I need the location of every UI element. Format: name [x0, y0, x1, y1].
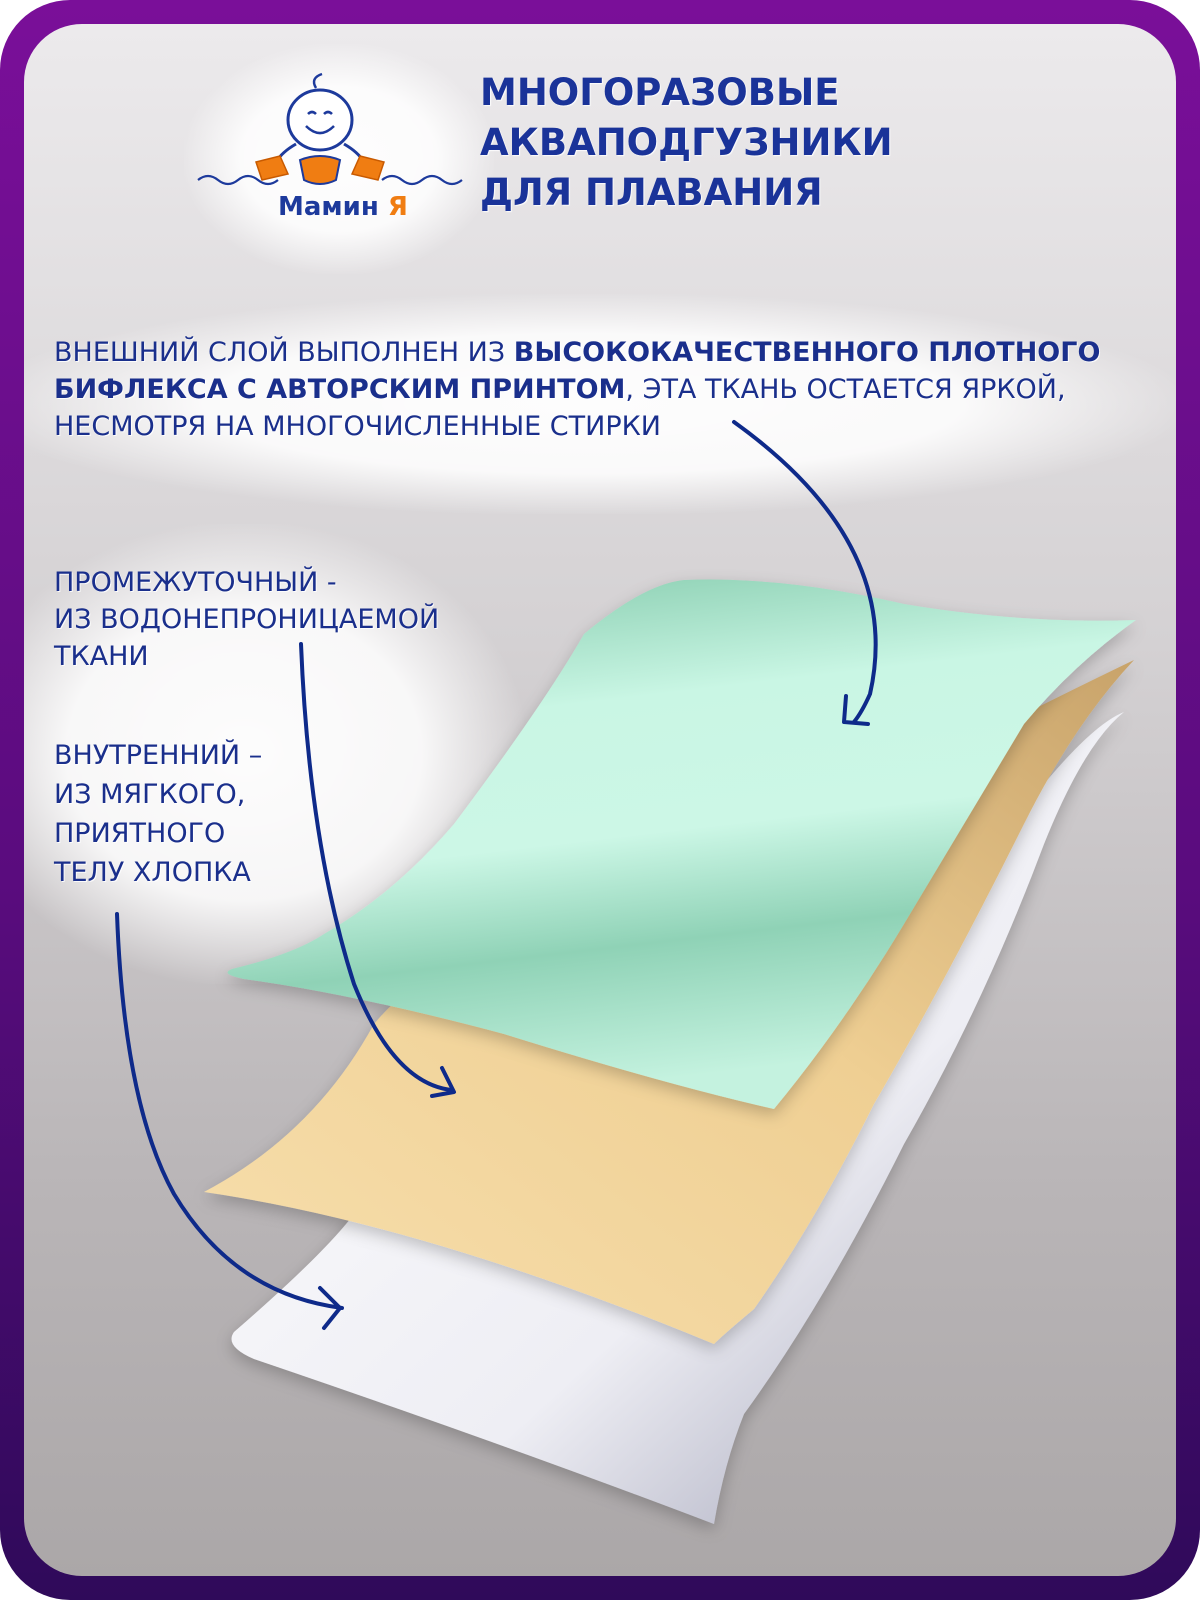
curved-arrow-icon [732, 420, 878, 724]
title-line-2: АКВАПОДГУЗНИКИ [480, 121, 893, 164]
outer-text-part1: ВНЕШНИЙ СЛОЙ ВЫПОЛНЕН ИЗ [54, 337, 514, 368]
inner-line-2: ИЗ МЯГКОГО, [54, 779, 246, 810]
curved-arrow-icon [299, 642, 454, 1092]
arrow-head-middle [430, 1066, 456, 1098]
title-line-1: МНОГОРАЗОВЫЕ [480, 71, 840, 114]
arrows [115, 420, 878, 1330]
curved-arrow-icon [115, 912, 344, 1310]
inner-line-3: ПРИЯТНОГО [54, 818, 226, 849]
middle-line-1: ПРОМЕЖУТОЧНЫЙ - [54, 567, 337, 598]
inner-line-4: ТЕЛУ ХЛОПКА [54, 857, 251, 888]
outer-text-part3: , ЭТА ТКАНЬ ОСТАЕТСЯ ЯРКОЙ, НЕСМОТРЯ НА … [54, 374, 1066, 442]
content-panel: Мамин Я МНОГОРАЗОВЫЕ АКВАПОДГУЗНИКИ ДЛЯ … [24, 24, 1176, 1576]
outer-layer-biflex [227, 579, 1137, 1109]
smiling-baby-with-armbands-icon [197, 72, 463, 186]
brand-name: Мамин Я [278, 192, 408, 222]
page-title: МНОГОРАЗОВЫЕ АКВАПОДГУЗНИКИ ДЛЯ ПЛАВАНИЯ [480, 68, 893, 218]
middle-layer-description: ПРОМЕЖУТОЧНЫЙ - ИЗ ВОДОНЕПРОНИЦАЕМОЙ ТКА… [54, 564, 439, 675]
arrow-head-inner [318, 1286, 342, 1330]
inner-layer-description: ВНУТРЕННИЙ – ИЗ МЯГКОГО, ПРИЯТНОГО ТЕЛУ … [54, 736, 262, 892]
inner-line-1: ВНУТРЕННИЙ – [54, 740, 263, 771]
middle-line-3: ТКАНИ [54, 641, 149, 672]
middle-line-2: ИЗ ВОДОНЕПРОНИЦАЕМОЙ [54, 604, 440, 635]
outer-text-bold: ВЫСОКОКАЧЕСТВЕННОГО ПЛОТНОГО БИФЛЕКСА С … [54, 337, 1101, 405]
brand-name-accent: Я [387, 192, 408, 222]
fabric-layers-illustration [115, 420, 1137, 1524]
arrow-head-outer [842, 694, 870, 726]
outer-layer-description: ВНЕШНИЙ СЛОЙ ВЫПОЛНЕН ИЗ ВЫСОКОКАЧЕСТВЕН… [54, 334, 1144, 445]
brand-logo: Мамин Я [196, 64, 476, 264]
title-line-3: ДЛЯ ПЛАВАНИЯ [480, 171, 823, 214]
